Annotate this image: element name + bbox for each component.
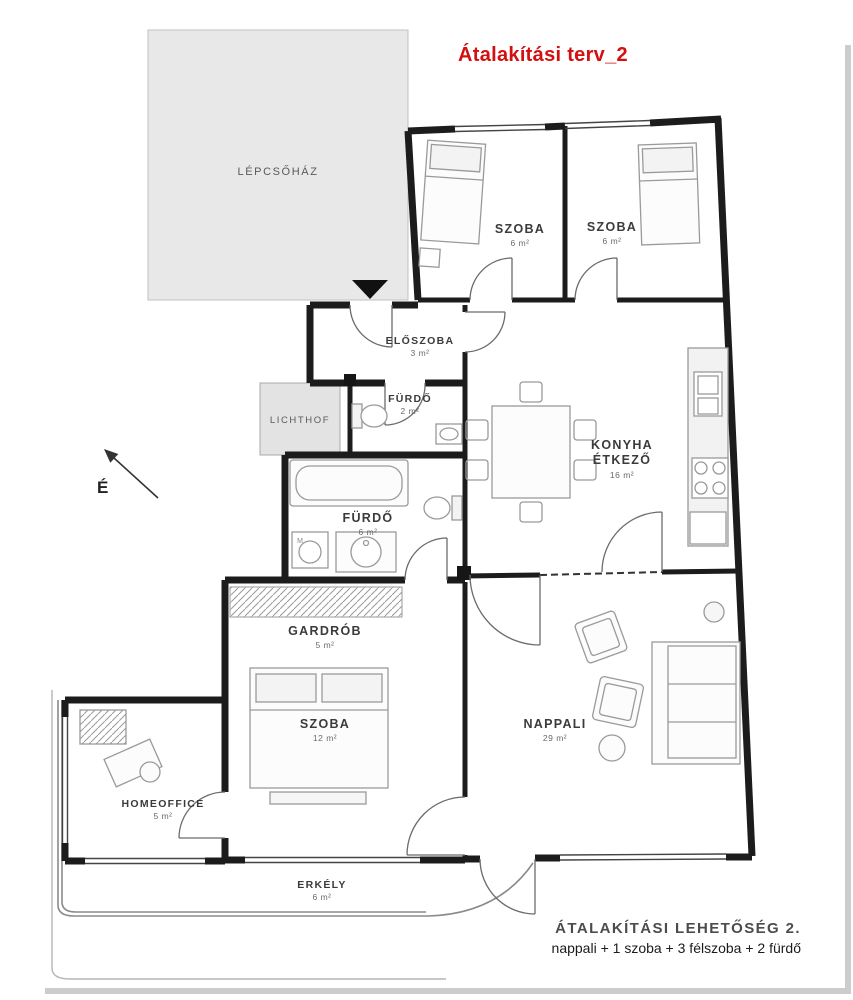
staircase-block: LÉPCSŐHÁZ bbox=[147, 29, 409, 301]
page-title: Átalakítási terv_2 bbox=[458, 44, 628, 66]
bathroom-large-fixtures bbox=[289, 459, 463, 573]
door-swings bbox=[178, 257, 663, 915]
room-area-nappali: 29 m² bbox=[543, 733, 567, 743]
room-label-szoba-top-left: SZOBA bbox=[495, 222, 545, 236]
north-label: É bbox=[97, 478, 108, 497]
room-label-nappali: NAPPALI bbox=[523, 717, 586, 731]
interior-walls bbox=[347, 126, 740, 860]
room-labels: SZOBA 6 m² SZOBA 6 m² ELŐSZOBA 3 m² FÜRD… bbox=[122, 220, 653, 902]
room-label-gardrob: GARDRÓB bbox=[288, 623, 362, 638]
bed-top-left bbox=[418, 139, 487, 268]
room-label-szoba-lower: SZOBA bbox=[300, 717, 350, 731]
lichthof-block: LICHTHOF bbox=[259, 382, 341, 456]
room-area-erkely: 6 m² bbox=[313, 892, 332, 902]
bed-top-right bbox=[637, 142, 701, 246]
wall-block bbox=[344, 374, 356, 386]
room-area-szoba-top-right: 6 m² bbox=[603, 236, 622, 246]
room-label-szoba-top-right: SZOBA bbox=[587, 220, 637, 234]
room-area-szoba-top-left: 6 m² bbox=[511, 238, 530, 248]
wardrobe-hatch bbox=[229, 586, 403, 618]
homeoffice-furniture bbox=[79, 709, 163, 788]
room-area-furdo-small: 2 m² bbox=[401, 406, 420, 416]
room-area-furdo-large: 6 m² bbox=[359, 527, 378, 537]
entrance-arrow-icon bbox=[352, 280, 388, 299]
room-label-homeoffice: HOMEOFFICE bbox=[122, 798, 205, 810]
room-area-gardrob: 5 m² bbox=[316, 640, 335, 650]
page-shadow-right bbox=[845, 45, 851, 990]
dining-table bbox=[465, 381, 597, 523]
room-label-konyha-line1: KONYHA bbox=[591, 438, 653, 452]
washing-machine-label: M bbox=[297, 538, 303, 545]
room-area-szoba-lower: 12 m² bbox=[313, 733, 337, 743]
kitchen-counter bbox=[687, 347, 729, 547]
wall-block bbox=[457, 566, 471, 580]
room-label-furdo-large: FÜRDŐ bbox=[343, 510, 394, 525]
room-label-eloszoba: ELŐSZOBA bbox=[386, 334, 455, 347]
room-label-erkely: ERKÉLY bbox=[297, 878, 346, 891]
bathroom-small-fixtures bbox=[351, 403, 463, 445]
staircase-label: LÉPCSŐHÁZ bbox=[237, 164, 318, 178]
bed-lower bbox=[249, 667, 389, 805]
lichthof-label: LICHTHOF bbox=[270, 415, 330, 426]
exterior-walls bbox=[61, 115, 756, 865]
north-arrow: É bbox=[97, 449, 159, 499]
balcony-railing bbox=[57, 700, 534, 917]
living-room-furniture bbox=[574, 601, 741, 765]
room-label-konyha-line2: ÉTKEZŐ bbox=[593, 452, 652, 467]
page-shadow-bottom bbox=[45, 988, 851, 994]
room-area-homeoffice: 5 m² bbox=[154, 811, 173, 821]
terrace-outline bbox=[51, 690, 446, 980]
room-area-konyha: 16 m² bbox=[610, 470, 634, 480]
room-area-eloszoba: 3 m² bbox=[411, 348, 430, 358]
footer-option-title: ÁTALAKÍTÁSI LEHETŐSÉG 2. bbox=[555, 920, 801, 937]
room-label-furdo-small: FÜRDŐ bbox=[388, 392, 432, 405]
footer-option-rooms: nappali + 1 szoba + 3 félszoba + 2 fürdő bbox=[551, 940, 801, 956]
footer-caption: ÁTALAKÍTÁSI LEHETŐSÉG 2. nappali + 1 szo… bbox=[552, 920, 801, 956]
open-plan-dashed-line bbox=[539, 571, 663, 576]
windows bbox=[61, 119, 727, 865]
